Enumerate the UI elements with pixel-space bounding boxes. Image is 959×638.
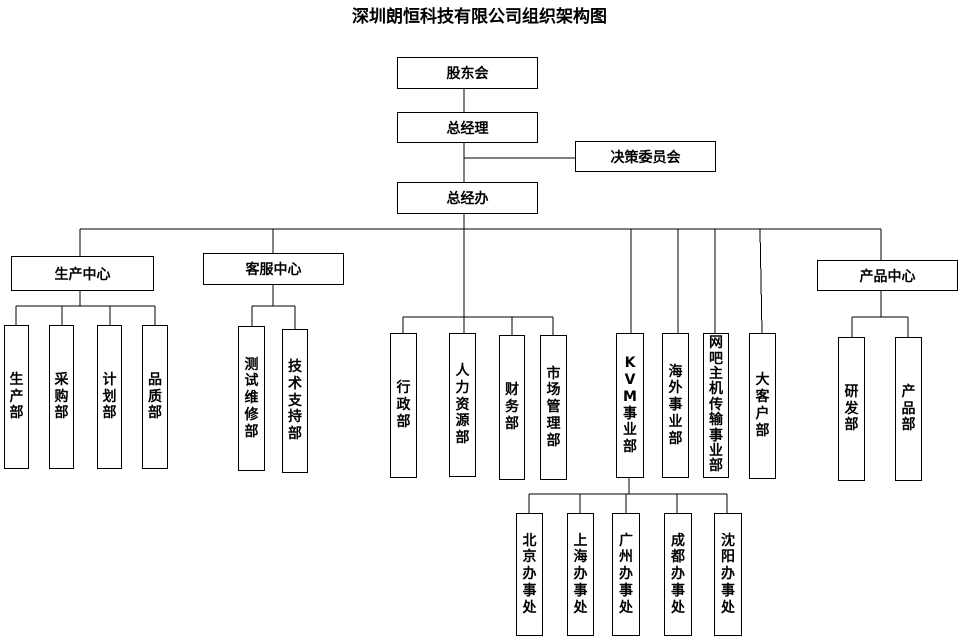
node-shenyang-office: 沈阳办事处 bbox=[714, 513, 742, 636]
node-guangzhou-office: 广州办事处 bbox=[612, 513, 640, 636]
node-product-dept: 产品部 bbox=[895, 337, 922, 481]
node-production-center: 生产中心 bbox=[11, 256, 154, 291]
node-product-center: 产品中心 bbox=[817, 260, 958, 291]
node-hr-dept: 人力资源部 bbox=[449, 333, 476, 477]
node-gm-office: 总经办 bbox=[397, 182, 538, 214]
node-kvm-division: KVM事业部 bbox=[616, 333, 644, 478]
node-shanghai-office: 上海办事处 bbox=[567, 513, 594, 636]
node-overseas-division: 海外事业部 bbox=[662, 333, 689, 478]
node-marketing-dept: 市场管理部 bbox=[540, 335, 567, 480]
node-rd-dept: 研发部 bbox=[838, 337, 865, 481]
node-admin-dept: 行政部 bbox=[390, 333, 417, 478]
node-tech-support-dept: 技术支持部 bbox=[282, 329, 308, 473]
node-shareholders: 股东会 bbox=[397, 57, 538, 89]
node-general-manager: 总经理 bbox=[397, 112, 538, 143]
node-production-dept: 生产部 bbox=[4, 325, 29, 469]
node-finance-dept: 财务部 bbox=[499, 335, 525, 480]
node-decision-committee: 决策委员会 bbox=[575, 141, 716, 172]
node-customer-service-center: 客服中心 bbox=[203, 253, 344, 285]
node-key-account-dept: 大客户部 bbox=[749, 333, 776, 479]
node-planning-dept: 计划部 bbox=[97, 325, 122, 469]
node-netcafe-division: 网吧主机传输事业部 bbox=[703, 333, 729, 478]
chart-title: 深圳朗恒科技有限公司组织架构图 bbox=[352, 7, 607, 27]
node-chengdu-office: 成都办事处 bbox=[664, 513, 692, 636]
node-purchasing-dept: 采购部 bbox=[49, 325, 74, 469]
node-quality-dept: 品质部 bbox=[142, 325, 168, 469]
node-test-repair-dept: 测试维修部 bbox=[238, 326, 265, 471]
node-beijing-office: 北京办事处 bbox=[516, 513, 543, 636]
